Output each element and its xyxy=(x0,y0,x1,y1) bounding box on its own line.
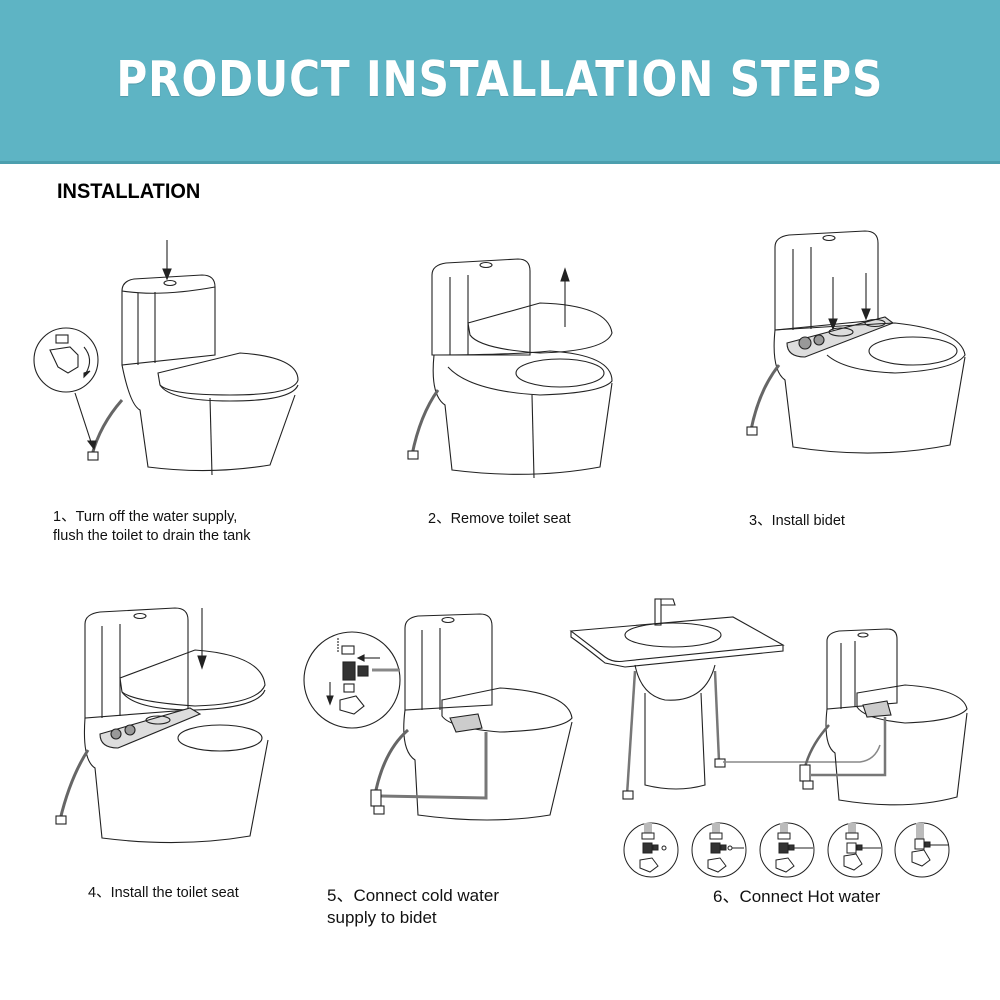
step-3-caption: 3、Install bidet xyxy=(749,512,845,531)
header-banner: PRODUCT INSTALLATION STEPS xyxy=(0,0,1000,164)
valve-detail-4-icon xyxy=(827,822,883,878)
step-5-caption-line-1: 5、Connect cold water xyxy=(327,886,499,905)
toilet-seat-install-icon xyxy=(55,607,269,844)
hot-water-connection-icon xyxy=(569,598,968,806)
valve-detail-5-icon xyxy=(894,822,950,878)
step-2-caption-line-1: 2、Remove toilet seat xyxy=(428,511,571,527)
step-1-illustration xyxy=(30,235,310,485)
step-3-illustration xyxy=(735,225,980,475)
step-1-caption-line-1: 1、Turn off the water supply, xyxy=(53,509,238,525)
valve-sequence-icon xyxy=(623,822,950,878)
step-4-caption: 4、Install the toilet seat xyxy=(88,884,239,903)
toilet-seat-removal-icon xyxy=(407,258,613,479)
page-title: PRODUCT INSTALLATION STEPS xyxy=(116,51,884,108)
step-1-caption: 1、Turn off the water supply, flush the t… xyxy=(53,508,251,546)
step-2-caption: 2、Remove toilet seat xyxy=(428,510,571,529)
step-6-caption: 6、Connect Hot water xyxy=(713,886,880,908)
step-6-detail-callouts xyxy=(620,820,950,880)
step-1-caption-line-2: flush the toilet to drain the tank xyxy=(53,528,251,544)
step-6-illustration xyxy=(565,585,985,810)
step-4-illustration xyxy=(40,600,280,845)
step-4-caption-line-1: 4、Install the toilet seat xyxy=(88,885,239,901)
valve-detail-2-icon xyxy=(691,822,747,878)
valve-detail-1-icon xyxy=(623,822,679,878)
toilet-shutoff-valve-icon xyxy=(33,240,299,476)
step-2-illustration xyxy=(390,245,630,485)
bidet-install-icon xyxy=(746,230,966,454)
step-5-caption-line-2: supply to bidet xyxy=(327,908,437,927)
step-5-illustration xyxy=(300,610,585,825)
cold-water-connection-icon xyxy=(303,613,573,821)
step-3-caption-line-1: 3、Install bidet xyxy=(749,513,845,529)
valve-detail-3-icon xyxy=(759,822,815,878)
section-title: INSTALLATION xyxy=(57,180,201,203)
step-6-caption-line-1: 6、Connect Hot water xyxy=(713,887,881,906)
step-5-caption: 5、Connect cold water supply to bidet xyxy=(327,885,499,929)
